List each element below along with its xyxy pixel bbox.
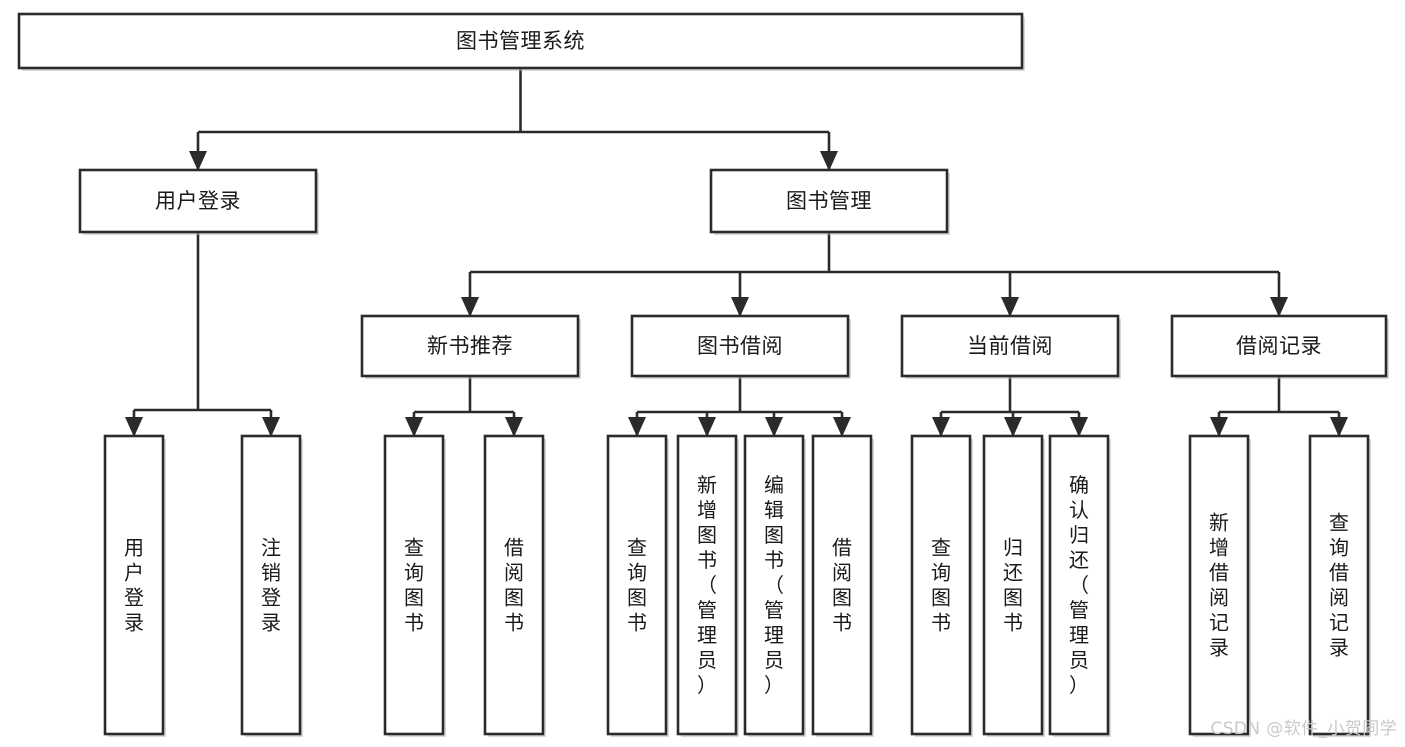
leaf-node-7[interactable]: 借阅图书 (811, 434, 874, 737)
arrow-head-icon (731, 297, 749, 317)
node-box-outline (743, 434, 805, 736)
leaf-label: 归还图书 (1003, 536, 1023, 635)
node-label: 图书管理系统 (456, 29, 585, 53)
leaf-label: 确认归还（管理员） (1069, 473, 1089, 697)
leaf-label: 用户登录 (124, 536, 144, 635)
leaf-node-6[interactable]: 编辑图书（管理员） (743, 434, 806, 737)
leaf-node-8[interactable]: 查询图书 (910, 434, 973, 737)
arrow-head-icon (1270, 297, 1288, 317)
node-box-outline (78, 168, 318, 234)
boxes-layer: 图书管理系统用户登录图书管理新书推荐图书借阅当前借阅借阅记录用户登录注销登录查询… (17, 12, 1389, 737)
node-label: 当前借阅 (967, 334, 1053, 358)
level1-node-1[interactable]: 图书管理 (709, 168, 950, 235)
arrow-head-icon (189, 151, 207, 171)
node-box-outline (811, 434, 873, 736)
root-node-book-management-system[interactable]: 图书管理系统 (17, 12, 1025, 71)
leaf-label: 注销登录 (261, 536, 281, 635)
arrow-head-icon (820, 151, 838, 171)
arrow-head-icon (125, 417, 143, 437)
node-box-outline (910, 434, 972, 736)
node-label: 借阅记录 (1236, 334, 1322, 358)
node-box-outline (709, 168, 949, 234)
arrow-head-icon (461, 297, 479, 317)
node-box-outline (17, 12, 1024, 70)
arrow-head-icon (698, 417, 716, 437)
leaf-label: 查询图书 (627, 536, 647, 635)
leaf-node-4[interactable]: 查询图书 (606, 434, 669, 737)
leaf-label: 新增图书（管理员） (697, 473, 717, 697)
level1-node-0[interactable]: 用户登录 (78, 168, 319, 235)
arrow-head-icon (765, 417, 783, 437)
leaf-node-2[interactable]: 查询图书 (383, 434, 446, 737)
node-box-outline (1308, 434, 1370, 736)
node-box-outline (1188, 434, 1250, 736)
leaf-label: 借阅图书 (832, 536, 852, 635)
node-box-outline (360, 314, 580, 378)
node-box-outline (483, 434, 545, 736)
arrow-head-icon (1210, 417, 1228, 437)
leaf-label: 查询借阅记录 (1329, 511, 1349, 660)
leaf-label: 查询图书 (931, 536, 951, 635)
leaf-node-9[interactable]: 归还图书 (982, 434, 1045, 737)
leaf-node-10[interactable]: 确认归还（管理员） (1048, 434, 1111, 737)
node-box-outline (240, 434, 302, 736)
connectors-layer (125, 68, 1348, 437)
node-label: 图书借阅 (697, 334, 783, 358)
leaf-node-0[interactable]: 用户登录 (103, 434, 166, 737)
node-box-outline (606, 434, 668, 736)
arrow-head-icon (405, 417, 423, 437)
leaf-label: 编辑图书（管理员） (764, 473, 784, 697)
level2-node-0[interactable]: 新书推荐 (360, 314, 581, 379)
arrow-head-icon (628, 417, 646, 437)
node-box-outline (1048, 434, 1110, 736)
arrow-head-icon (1004, 417, 1022, 437)
arrow-head-icon (1001, 297, 1019, 317)
leaf-label: 新增借阅记录 (1209, 511, 1229, 660)
leaf-label: 查询图书 (404, 536, 424, 635)
node-label: 用户登录 (155, 189, 241, 213)
arrow-head-icon (262, 417, 280, 437)
leaf-node-3[interactable]: 借阅图书 (483, 434, 546, 737)
node-box-outline (103, 434, 165, 736)
leaf-node-1[interactable]: 注销登录 (240, 434, 303, 737)
leaf-node-12[interactable]: 查询借阅记录 (1308, 434, 1371, 737)
arrow-head-icon (833, 417, 851, 437)
level2-node-3[interactable]: 借阅记录 (1170, 314, 1389, 379)
node-box-outline (630, 314, 850, 378)
level2-node-1[interactable]: 图书借阅 (630, 314, 851, 379)
leaf-label: 借阅图书 (504, 536, 524, 635)
leaf-node-11[interactable]: 新增借阅记录 (1188, 434, 1251, 737)
leaf-node-5[interactable]: 新增图书（管理员） (676, 434, 739, 737)
node-label: 图书管理 (786, 189, 872, 213)
node-box-outline (1170, 314, 1388, 378)
node-box-outline (676, 434, 738, 736)
arrow-head-icon (505, 417, 523, 437)
arrow-head-icon (932, 417, 950, 437)
node-label: 新书推荐 (427, 334, 513, 358)
level2-node-2[interactable]: 当前借阅 (900, 314, 1121, 379)
node-box-outline (900, 314, 1120, 378)
node-box-outline (383, 434, 445, 736)
node-box-outline (982, 434, 1044, 736)
arrow-head-icon (1330, 417, 1348, 437)
arrow-head-icon (1070, 417, 1088, 437)
